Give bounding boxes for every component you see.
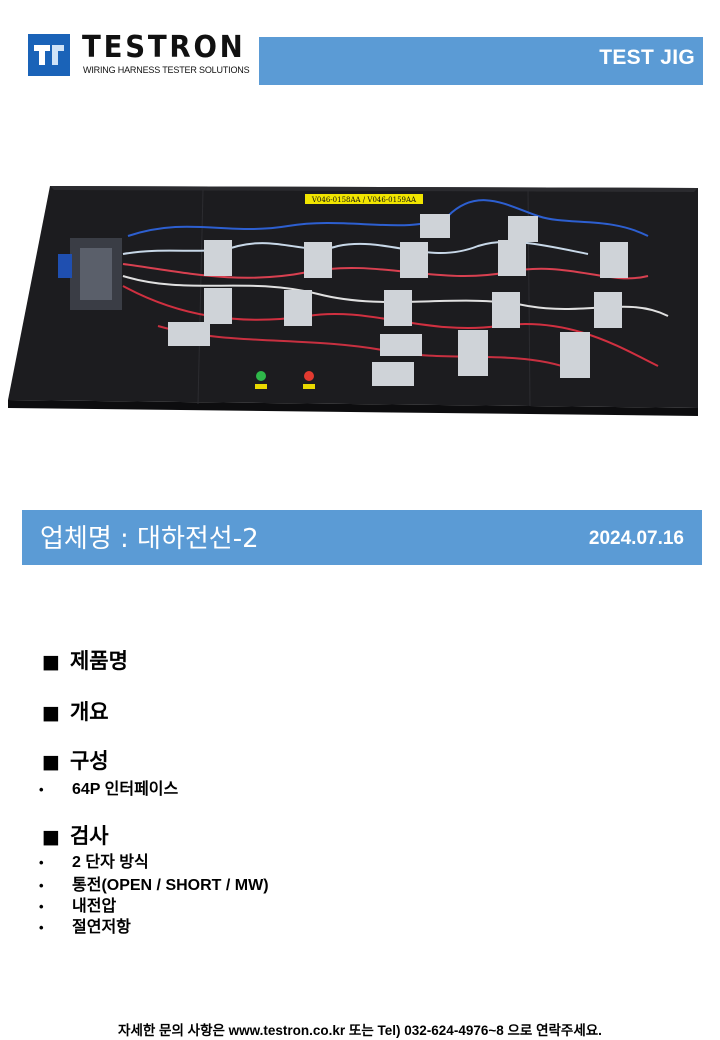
- section-product: ■ 제품명: [42, 645, 128, 675]
- list-item: •64P 인터페이스: [39, 781, 179, 798]
- test-jig-photo: V046-0158AA / V046-0159AA: [8, 186, 698, 416]
- testron-logo: TESTRON WIRING HARNESS TESTER SOLUTIONS: [28, 30, 250, 82]
- testron-logo-icon: [28, 34, 70, 76]
- square-bullet-icon: ■: [42, 826, 60, 848]
- bullet-icon: •: [39, 878, 44, 893]
- section-overview: ■ 개요: [42, 696, 109, 726]
- bullet-icon: •: [39, 920, 44, 935]
- logo-wordmark: TESTRON: [82, 30, 246, 65]
- page-title: TEST JIG: [599, 46, 695, 69]
- company-name: 업체명 : 대하전선-2: [40, 524, 259, 554]
- bullet-icon: •: [39, 899, 44, 914]
- bullet-icon: •: [39, 782, 44, 797]
- contact-footer: 자세한 문의 사항은 www.testron.co.kr 또는 Tel) 032…: [118, 1023, 602, 1038]
- date-label: 2024.07.16: [588, 528, 684, 549]
- jig-part-label: V046-0158AA / V046-0159AA: [311, 196, 417, 204]
- company-band: 업체명 : 대하전선-2 2024.07.16: [22, 510, 702, 565]
- section-title: 개요: [69, 700, 109, 724]
- list-item: •절연저항: [39, 919, 131, 936]
- section-title: 구성: [69, 749, 109, 773]
- square-bullet-icon: ■: [42, 651, 60, 673]
- list-item: •통전(OPEN / SHORT / MW): [39, 877, 269, 894]
- section-title: 제품명: [69, 649, 128, 673]
- section-inspection: ■ 검사: [42, 820, 109, 850]
- list-item: •2 단자 방식: [39, 854, 149, 871]
- square-bullet-icon: ■: [42, 702, 60, 724]
- section-title: 검사: [69, 824, 109, 848]
- logo-tagline: WIRING HARNESS TESTER SOLUTIONS: [83, 65, 250, 76]
- header-title-bar: TEST JIG: [259, 37, 703, 85]
- square-bullet-icon: ■: [42, 751, 60, 773]
- bullet-icon: •: [39, 855, 44, 870]
- list-item: •내전압: [39, 898, 117, 915]
- section-composition: ■ 구성: [42, 745, 109, 775]
